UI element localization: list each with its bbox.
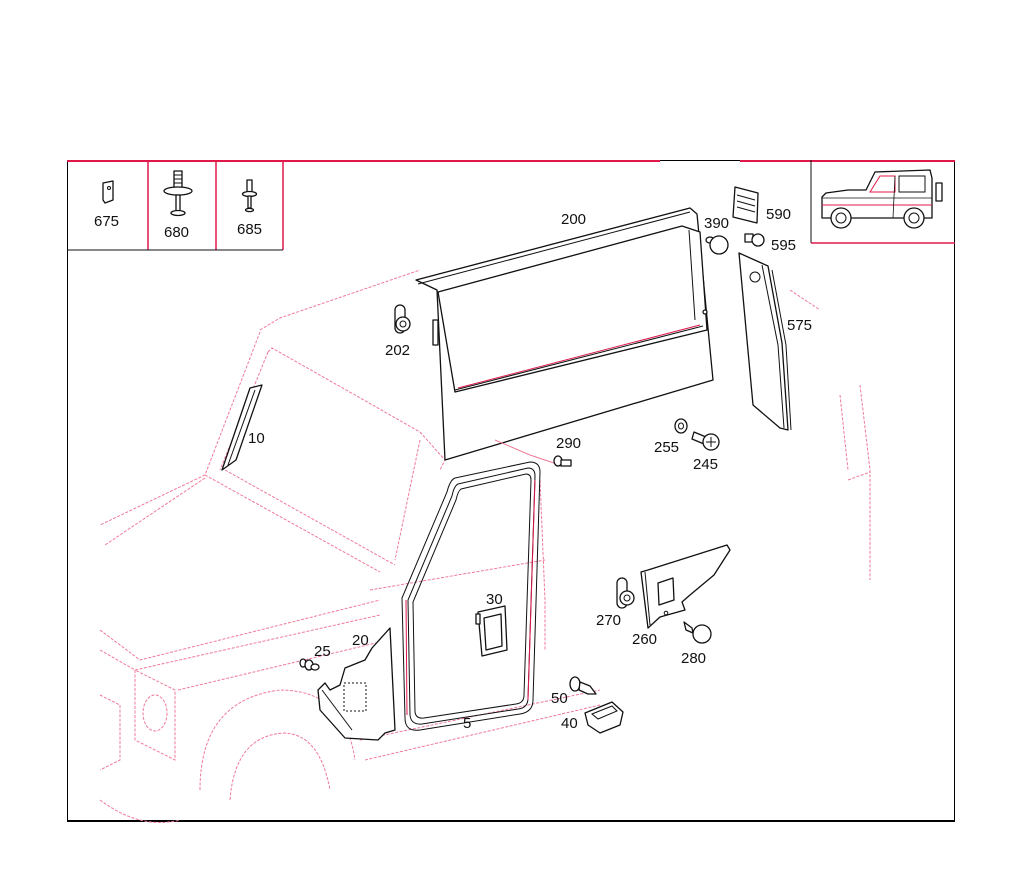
retainer-clip-202-part: [394, 304, 411, 334]
door-seal-5-part: [401, 461, 541, 731]
part-label-680: 680: [164, 224, 190, 241]
part-label-280: 280: [681, 650, 707, 667]
push-rivet-large-icon: [163, 170, 193, 217]
push-fastener-280-part: [683, 621, 712, 644]
retainer-clip-270-part: [616, 577, 635, 609]
clip-595-part: [744, 233, 765, 247]
header-cells: [67, 160, 955, 251]
round-knob-390-part: [705, 235, 729, 255]
part-label-20: 20: [352, 632, 369, 649]
phillips-screw-245-part: [691, 431, 720, 451]
part-label-595: 595: [771, 237, 797, 254]
self-tapping-screw-50-part: [569, 676, 597, 695]
part-label-202: 202: [385, 342, 411, 359]
expansion-clip-25-part: [299, 658, 320, 671]
washer-255-part: [674, 418, 688, 434]
rear-quarter-trim-260-part: [640, 544, 731, 629]
clip-plate-icon: [102, 180, 114, 204]
part-label-575: 575: [787, 317, 813, 334]
handle-cup-40-part: [584, 701, 624, 734]
door-handle-recess-30-part: [475, 605, 508, 657]
part-label-200: 200: [561, 211, 587, 228]
part-label-590: 590: [766, 206, 792, 223]
part-label-260: 260: [632, 631, 658, 648]
part-label-390: 390: [704, 215, 730, 232]
part-label-255: 255: [654, 439, 680, 456]
vent-grille-590-part: [732, 186, 759, 224]
part-label-10: 10: [248, 430, 265, 447]
vehicle-side-view-icon: [821, 169, 943, 229]
push-rivet-small-icon: [241, 179, 258, 213]
side-window-panel-part: [415, 207, 714, 466]
part-label-270: 270: [596, 612, 622, 629]
part-label-245: 245: [693, 456, 719, 473]
part-label-25: 25: [314, 643, 331, 660]
part-label-40: 40: [561, 715, 578, 732]
a-pillar-trim-part: [221, 384, 263, 471]
part-label-290: 290: [556, 435, 582, 452]
part-label-50: 50: [551, 690, 568, 707]
screw-290-part: [553, 455, 572, 467]
part-label-685: 685: [237, 221, 263, 238]
part-label-30: 30: [486, 591, 503, 608]
pillar-trim-panel-575-part: [738, 252, 792, 431]
part-label-675: 675: [94, 213, 120, 230]
part-label-5: 5: [463, 715, 472, 732]
kick-panel-20-part: [317, 627, 396, 741]
